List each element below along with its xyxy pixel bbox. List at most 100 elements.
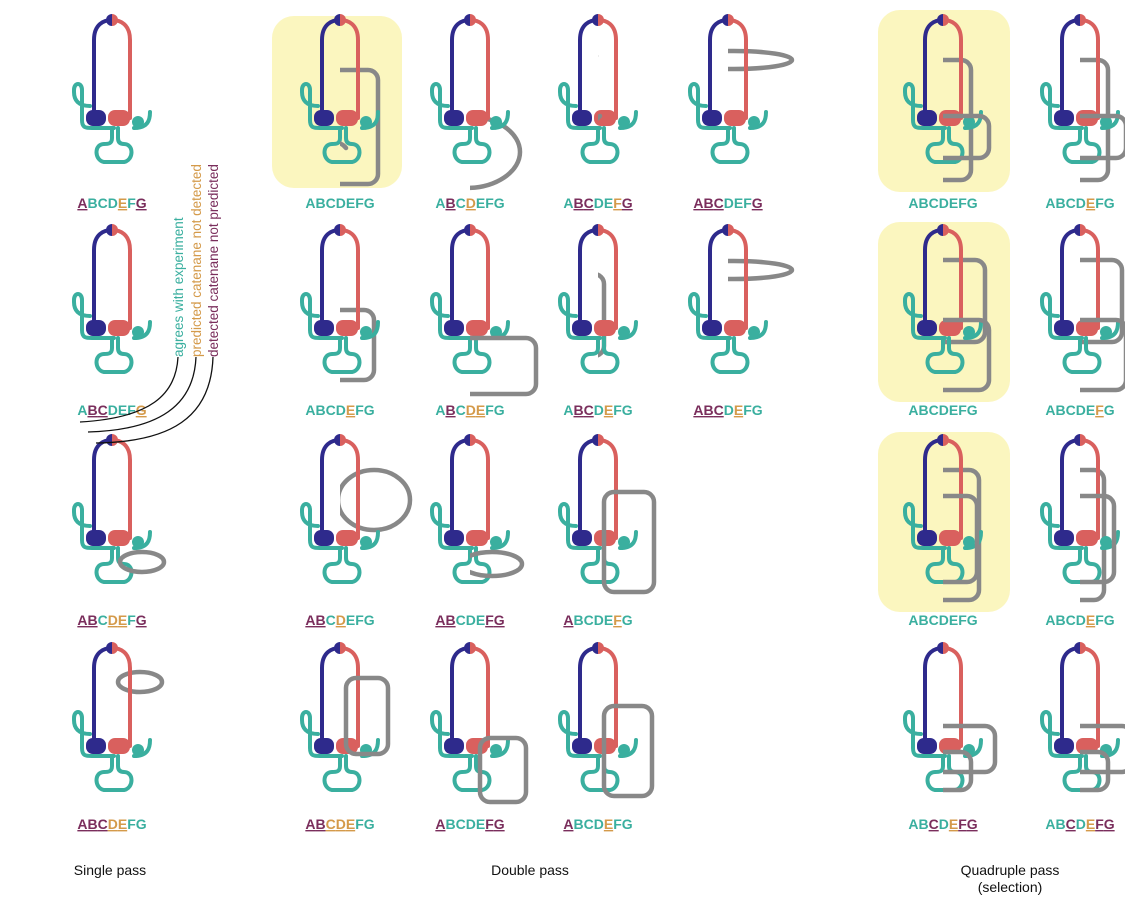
label-letter-C: C (714, 402, 724, 418)
label-letter-E: E (604, 816, 613, 832)
molecule-glyph-d12 (300, 642, 380, 792)
cap-left (106, 434, 112, 446)
molecule-glyph-d13 (430, 642, 510, 792)
label-letter-F: F (1095, 402, 1104, 418)
blue-block (314, 738, 334, 754)
cap-right (1080, 224, 1086, 236)
label-letter-B: B (918, 402, 928, 418)
blue-strand (1060, 438, 1082, 540)
blue-strand (450, 228, 472, 330)
blue-block (444, 320, 464, 336)
blue-strand (578, 646, 600, 748)
blue-strand (92, 438, 114, 540)
label-letter-F: F (958, 402, 967, 418)
ring-rectangle (1080, 317, 1125, 393)
label-letter-G: G (1104, 612, 1115, 628)
ring-ellipse (470, 549, 525, 579)
ring-rectangle (601, 703, 655, 799)
ring-q4-2 (1080, 317, 1125, 393)
label-letter-D: D (108, 612, 118, 628)
label-letter-A: A (435, 816, 445, 832)
molecule-glyph-d14 (558, 642, 638, 792)
ring-rectangle (343, 675, 391, 757)
label-letter-A: A (1045, 402, 1055, 418)
cell-label-d11: ABCDEFG (563, 612, 632, 628)
label-letter-F: F (613, 195, 622, 211)
red-block (336, 320, 358, 336)
ring-rectangle (1080, 257, 1125, 345)
blue-block (86, 530, 106, 546)
ring-rectangle (943, 723, 998, 775)
label-letter-C: C (584, 195, 594, 211)
label-letter-D: D (939, 195, 949, 211)
molecule-glyph-q4 (1040, 224, 1120, 374)
label-letter-A: A (908, 402, 918, 418)
label-letter-B: B (1055, 816, 1065, 832)
teal-loop (94, 336, 134, 374)
cell-label-q2: ABCDEFG (1045, 195, 1114, 211)
label-letter-G: G (622, 612, 633, 628)
label-letter-A: A (77, 402, 87, 418)
blue-strand (320, 228, 342, 330)
red-strand (338, 646, 360, 748)
label-letter-B: B (445, 195, 455, 211)
molecule-glyph-d1 (300, 14, 380, 164)
label-letter-G: G (136, 816, 147, 832)
ring-q5-2 (943, 493, 980, 585)
molecule-glyph-d3 (558, 14, 638, 164)
label-letter-G: G (364, 816, 375, 832)
highlight-box-4 (878, 432, 1010, 612)
ring-rectangle (943, 113, 992, 161)
red-strand (1078, 228, 1100, 330)
red-strand (468, 438, 490, 540)
molecule-glyph-d4 (688, 14, 768, 164)
blue-block (572, 320, 592, 336)
molecule-glyph-s2 (72, 224, 152, 374)
label-letter-E: E (1086, 612, 1095, 628)
label-letter-A: A (563, 402, 573, 418)
legend-agrees-text: agrees with experiment (171, 217, 186, 357)
red-strand (338, 228, 360, 330)
cell-label-d1: ABCDEFG (305, 195, 374, 211)
label-letter-E: E (118, 195, 127, 211)
ring-q8-2 (1080, 749, 1111, 793)
teal-dot (963, 326, 975, 338)
red-strand (596, 646, 618, 748)
ring-q2-2 (1080, 113, 1125, 161)
teal-dot (132, 116, 144, 128)
label-letter-F: F (958, 195, 967, 211)
cell-label-q7: ABCDEFG (908, 816, 977, 832)
label-letter-F: F (613, 816, 622, 832)
label-letter-E: E (604, 612, 613, 628)
ring-ellipse (0, 328, 62, 352)
label-letter-A: A (305, 195, 315, 211)
blue-strand (92, 646, 114, 748)
cap-right (598, 434, 604, 446)
label-letter-C: C (326, 612, 336, 628)
red-block (466, 530, 488, 546)
teal-loop (580, 546, 620, 584)
ring-q3-2 (943, 317, 992, 393)
ring-q7-2 (943, 749, 974, 793)
ring-s2-1 (0, 328, 62, 352)
teal-loop (580, 336, 620, 374)
teal-dot (132, 536, 144, 548)
cap-right (728, 224, 734, 236)
red-block (466, 110, 488, 126)
label-letter-C: C (584, 816, 594, 832)
label-letter-C: C (326, 816, 336, 832)
red-block (108, 110, 130, 126)
teal-loop (1062, 546, 1102, 584)
blue-block (314, 320, 334, 336)
cap-left (937, 224, 943, 236)
label-letter-C: C (584, 402, 594, 418)
red-block (724, 110, 746, 126)
ring-ellipse (117, 549, 167, 575)
label-letter-B: B (315, 195, 325, 211)
label-letter-A: A (305, 816, 315, 832)
ring-s4-1 (115, 669, 165, 695)
label-letter-C: C (929, 402, 939, 418)
label-letter-B: B (573, 816, 583, 832)
label-letter-G: G (364, 612, 375, 628)
